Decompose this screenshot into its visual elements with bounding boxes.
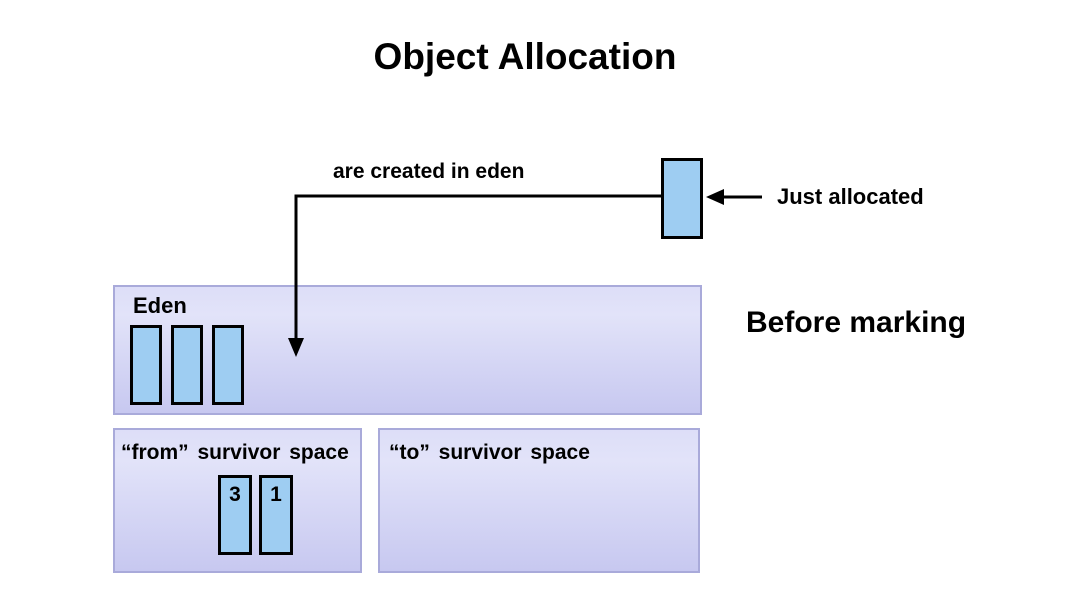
annotation-just-allocated: Just allocated bbox=[777, 184, 924, 209]
to-survivor-region-label: “to” survivor space bbox=[389, 441, 590, 464]
just-allocated-arrow bbox=[706, 189, 762, 205]
object-rect-age: 1 bbox=[259, 475, 293, 555]
eden-region: Eden bbox=[113, 285, 702, 415]
object-rect bbox=[130, 325, 162, 405]
object-rect bbox=[171, 325, 203, 405]
object-rect-age: 3 bbox=[218, 475, 252, 555]
object-rect bbox=[212, 325, 244, 405]
from-survivor-region: “from” survivor space 3 1 bbox=[113, 428, 362, 573]
just-allocated-object-rect bbox=[661, 158, 703, 239]
annotation-created-in-eden: are created in eden bbox=[333, 160, 525, 183]
from-survivor-region-label: “from” survivor space bbox=[121, 441, 349, 464]
page-title: Object Allocation bbox=[373, 36, 677, 77]
to-survivor-region: “to” survivor space bbox=[378, 428, 700, 573]
eden-region-label: Eden bbox=[133, 293, 187, 318]
annotation-before-marking: Before marking bbox=[746, 306, 967, 339]
